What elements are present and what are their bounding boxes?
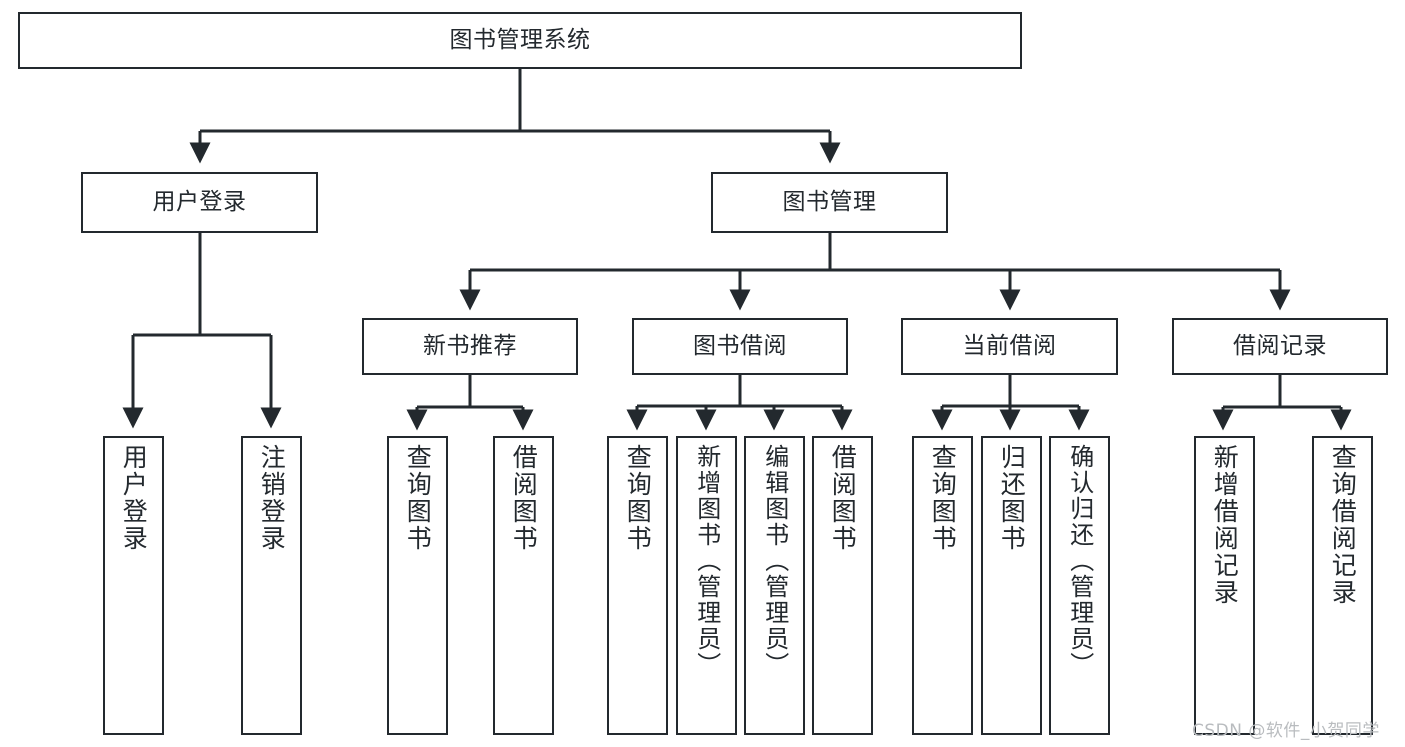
node-label: 新书推荐: [423, 333, 517, 360]
node-label: 查询图书: [928, 444, 958, 552]
node-label: 借阅记录: [1233, 333, 1327, 360]
node-label: 图书借阅: [693, 333, 787, 360]
node-label: 新增图书（管理员）: [692, 444, 721, 678]
leaf-confirm-return-admin[interactable]: 确认归还（管理员）: [1049, 436, 1110, 735]
leaf-query-borrow-record[interactable]: 查询借阅记录: [1312, 436, 1373, 735]
node-current-borrow[interactable]: 当前借阅: [901, 318, 1118, 375]
node-label: 注销登录: [257, 444, 287, 552]
leaf-query-book-borrow[interactable]: 查询图书: [607, 436, 668, 735]
node-label: 归还图书: [997, 444, 1027, 552]
node-label: 借阅图书: [509, 444, 539, 552]
node-label: 借阅图书: [828, 444, 858, 552]
node-book-management[interactable]: 图书管理: [711, 172, 948, 233]
leaf-add-borrow-record[interactable]: 新增借阅记录: [1194, 436, 1255, 735]
leaf-borrow-book-recommend[interactable]: 借阅图书: [493, 436, 554, 735]
leaf-logout[interactable]: 注销登录: [241, 436, 302, 735]
node-label: 查询借阅记录: [1328, 444, 1358, 606]
leaf-user-login[interactable]: 用户登录: [103, 436, 164, 735]
node-borrow-records[interactable]: 借阅记录: [1172, 318, 1388, 375]
node-label: 查询图书: [623, 444, 653, 552]
node-user-login[interactable]: 用户登录: [81, 172, 318, 233]
leaf-query-book-current[interactable]: 查询图书: [912, 436, 973, 735]
node-label: 新增借阅记录: [1210, 444, 1240, 606]
node-label: 确认归还（管理员）: [1065, 444, 1094, 678]
node-book-borrow[interactable]: 图书借阅: [632, 318, 848, 375]
node-label: 图书管理: [782, 189, 877, 216]
leaf-edit-book-admin[interactable]: 编辑图书（管理员）: [744, 436, 805, 735]
node-label: 编辑图书（管理员）: [760, 444, 789, 678]
node-label: 当前借阅: [962, 333, 1057, 360]
node-label: 图书管理系统: [449, 27, 591, 54]
node-label: 查询图书: [403, 444, 433, 552]
node-root-system[interactable]: 图书管理系统: [18, 12, 1022, 69]
leaf-query-book-recommend[interactable]: 查询图书: [387, 436, 448, 735]
node-label: 用户登录: [152, 189, 247, 216]
node-label: 用户登录: [119, 444, 149, 552]
node-new-book-recommend[interactable]: 新书推荐: [362, 318, 578, 375]
leaf-borrow-book[interactable]: 借阅图书: [812, 436, 873, 735]
leaf-add-book-admin[interactable]: 新增图书（管理员）: [676, 436, 737, 735]
leaf-return-book[interactable]: 归还图书: [981, 436, 1042, 735]
